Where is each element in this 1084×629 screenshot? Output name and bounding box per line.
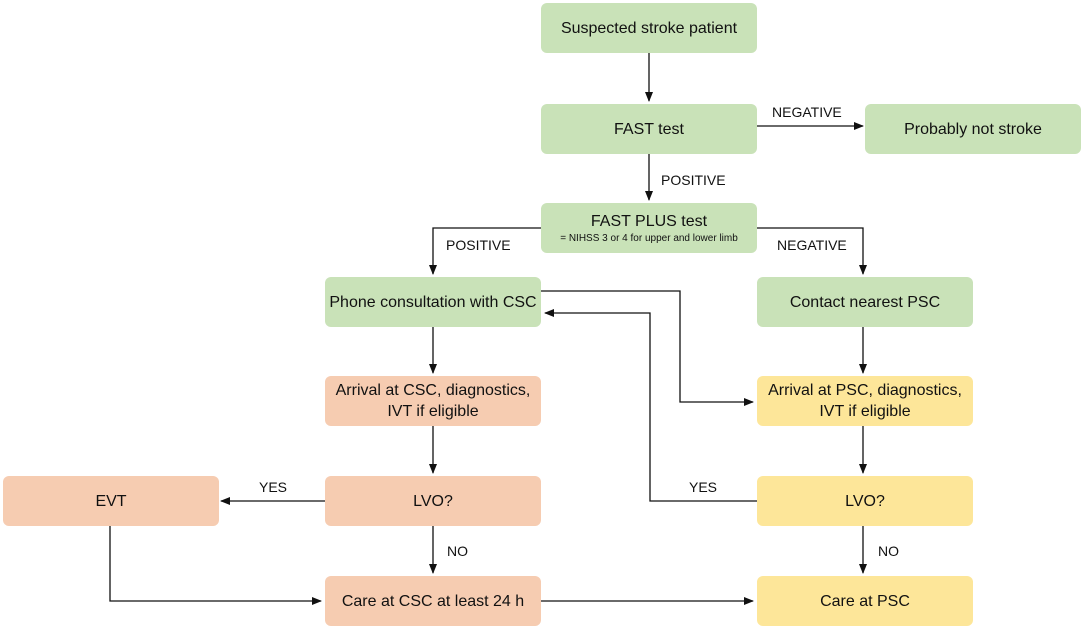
box-lvo-psc-label: LVO?: [845, 492, 885, 510]
box-lvo-csc: LVO?: [325, 476, 541, 526]
box-fast-plus-test-note: = NIHSS 3 or 4 for upper and lower limb: [560, 233, 738, 244]
box-care-psc-label: Care at PSC: [820, 592, 910, 610]
arrow-evt-to-care-csc: [109, 526, 322, 605]
box-suspected-stroke-patient: Suspected stroke patient: [541, 3, 757, 53]
box-phone-consultation-csc-label: Phone consultation with CSC: [329, 293, 537, 311]
box-lvo-csc-label: LVO?: [413, 492, 453, 510]
box-care-psc: Care at PSC: [757, 576, 973, 626]
box-arrival-csc: Arrival at CSC, diagnostics, IVT if elig…: [325, 376, 541, 426]
box-probably-not-stroke-label: Probably not stroke: [904, 120, 1042, 138]
box-suspected-stroke-patient-label: Suspected stroke patient: [560, 19, 738, 37]
box-fast-plus-test-label: FAST PLUS test: [590, 213, 708, 230]
box-arrival-csc-line-2: IVT if eligible: [387, 403, 479, 420]
box-lvo-psc: LVO?: [757, 476, 973, 526]
box-arrival-psc-line-1: Arrival at PSC, diagnostics,: [768, 382, 962, 399]
box-probably-not-stroke: Probably not stroke: [865, 104, 1081, 154]
box-evt-label: EVT: [95, 492, 127, 510]
edge-label-positive-fast: POSITIVE: [661, 172, 726, 188]
box-contact-nearest-psc: Contact nearest PSC: [757, 277, 973, 327]
edge-label-no-psc: NO: [878, 543, 899, 559]
box-fast-test: FAST test: [541, 104, 757, 154]
box-arrival-csc-line-1: Arrival at CSC, diagnostics,: [335, 382, 531, 399]
edge-label-yes-psc: YES: [689, 479, 718, 495]
edge-label-negative-plus: NEGATIVE: [777, 237, 847, 253]
arrow-fast-plus-to-phone-csc: [429, 227, 541, 275]
box-care-csc: Care at CSC at least 24 h: [325, 576, 541, 626]
edge-label-yes-csc: YES: [259, 479, 288, 495]
arrow-lvo-psc-to-phone-csc: [544, 309, 757, 502]
box-arrival-psc: Arrival at PSC, diagnostics, IVT if elig…: [757, 376, 973, 426]
arrow-fast-plus-to-contact-psc: [757, 227, 867, 275]
edge-label-positive-plus: POSITIVE: [446, 237, 511, 253]
box-contact-nearest-psc-label: Contact nearest PSC: [789, 293, 941, 311]
edge-label-negative-fast: NEGATIVE: [772, 104, 842, 120]
arrow-phone-csc-to-arrival-psc: [541, 290, 754, 406]
box-fast-test-label: FAST test: [614, 120, 684, 138]
box-care-csc-label: Care at CSC at least 24 h: [341, 592, 525, 610]
edge-label-no-csc: NO: [447, 543, 468, 559]
box-fast-plus-test: FAST PLUS test = NIHSS 3 or 4 for upper …: [541, 203, 757, 253]
box-phone-consultation-csc: Phone consultation with CSC: [325, 277, 541, 327]
box-evt: EVT: [3, 476, 219, 526]
box-arrival-psc-line-2: IVT if eligible: [819, 403, 911, 420]
